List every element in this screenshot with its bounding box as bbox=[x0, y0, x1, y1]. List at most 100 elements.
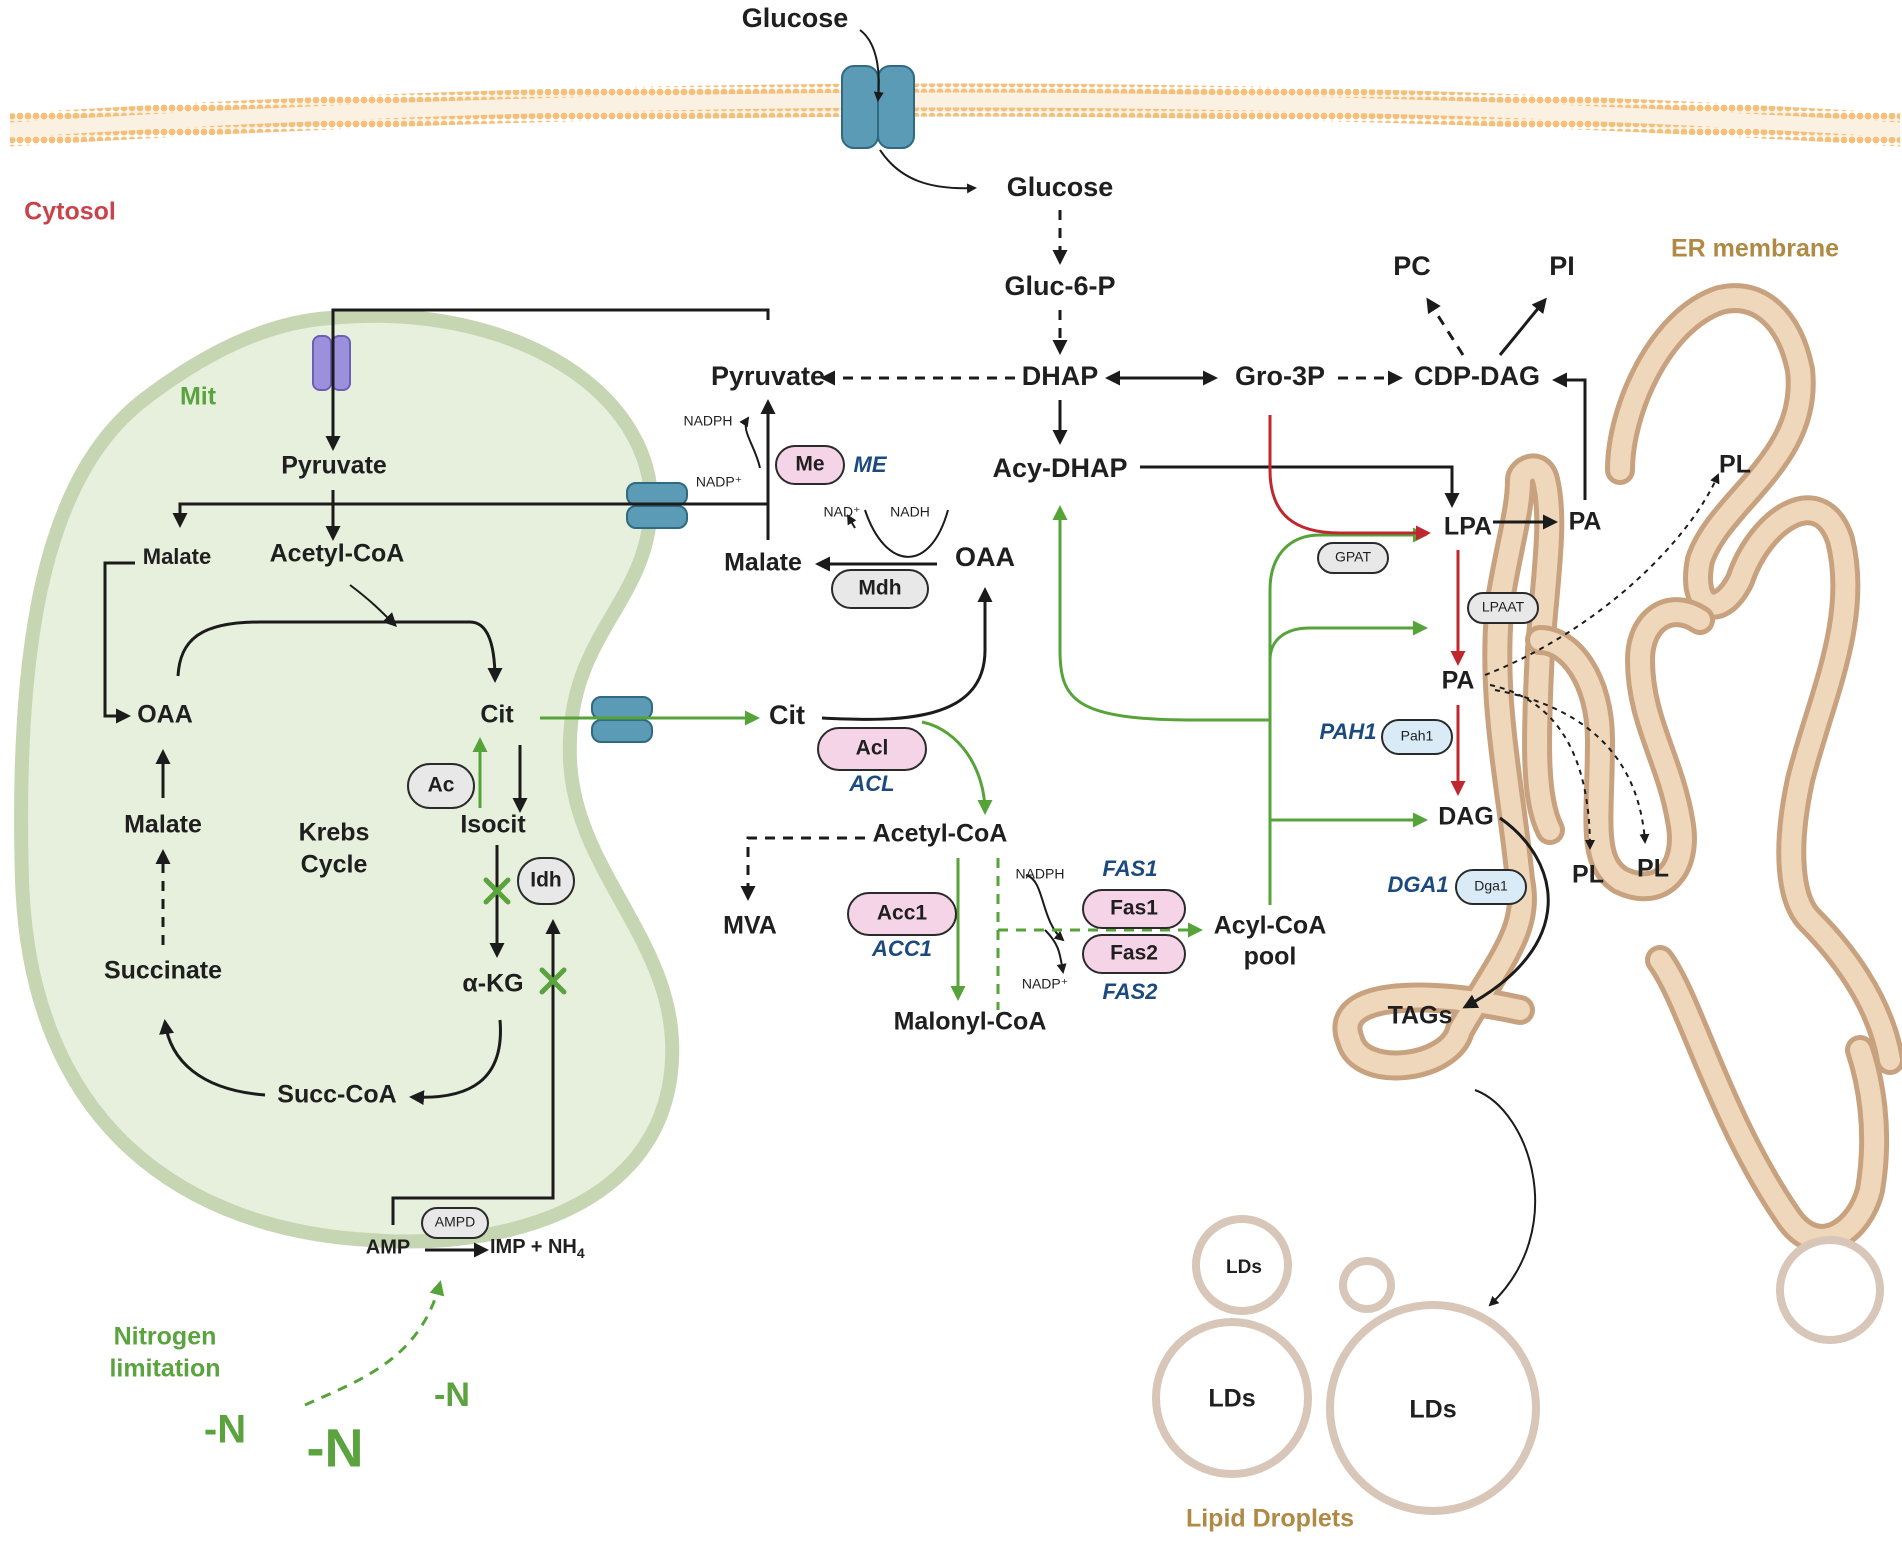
nadp-fas: NADP⁺ bbox=[1022, 976, 1068, 992]
svg-text:Fas1: Fas1 bbox=[1110, 897, 1158, 920]
svg-text:Acc1: Acc1 bbox=[877, 902, 928, 925]
svg-text:AMPD: AMPD bbox=[435, 1214, 475, 1230]
enzyme-me: Me bbox=[775, 445, 845, 485]
lds-small-label: LDs bbox=[1226, 1257, 1262, 1278]
lipid-droplet-small bbox=[1192, 1215, 1292, 1315]
enzyme-pah1: Pah1 bbox=[1381, 719, 1453, 755]
nadph-fas: NADPH bbox=[1015, 866, 1064, 882]
gene-fas1: FAS1 bbox=[1102, 856, 1157, 881]
citrate-cytosolic: Cit bbox=[769, 700, 805, 730]
acetyl-coa-cytosolic: Acetyl-CoA bbox=[873, 820, 1008, 848]
nitrogen-limitation-line-2: limitation bbox=[109, 1355, 220, 1383]
plasma-membrane bbox=[9, 83, 1901, 147]
acyl-coa-pool-line-2: pool bbox=[1244, 943, 1297, 971]
minus-n-left: -N bbox=[204, 1408, 246, 1452]
tags: TAGs bbox=[1388, 1002, 1453, 1030]
svg-text:Idh: Idh bbox=[530, 869, 562, 892]
pyruvate-cytosolic: Pyruvate bbox=[711, 361, 825, 391]
gluc-6-p: Gluc-6-P bbox=[1004, 271, 1115, 301]
svg-text:Me: Me bbox=[795, 453, 824, 476]
lipid-droplet-tiny bbox=[1339, 1257, 1395, 1313]
pl-upper: PL bbox=[1719, 451, 1751, 479]
acy-dhap: Acy-DHAP bbox=[992, 453, 1127, 483]
inhibition-cross-akg bbox=[539, 967, 567, 995]
lipid-droplet-medium bbox=[1152, 1318, 1312, 1478]
pyruvate-carrier bbox=[312, 335, 351, 391]
gene-me: ME bbox=[854, 452, 888, 477]
enzyme-mdh: Mdh bbox=[831, 569, 929, 609]
inhibition-cross-idh bbox=[483, 877, 511, 905]
lds-medium-label: LDs bbox=[1208, 1385, 1255, 1413]
glucose-extracellular: Glucose bbox=[742, 3, 849, 33]
pyruvate-mitochondrial: Pyruvate bbox=[281, 452, 387, 480]
er-membrane-label: ER membrane bbox=[1671, 235, 1839, 263]
gene-acc1: ACC1 bbox=[871, 936, 932, 961]
dag: DAG bbox=[1438, 803, 1494, 831]
imp-nh4-subscript: 4 bbox=[577, 1245, 585, 1261]
gene-acl: ACL bbox=[848, 771, 894, 796]
lipid-droplets bbox=[1152, 1215, 1884, 1515]
glucose-transporter bbox=[841, 65, 915, 149]
acetyl-coa-mitochondrial: Acetyl-CoA bbox=[270, 540, 405, 568]
citrate-transporter bbox=[591, 696, 653, 743]
svg-text:GPAT: GPAT bbox=[1335, 549, 1371, 565]
glucose-cytosolic: Glucose bbox=[1007, 172, 1114, 202]
enzyme-ampd: AMPD bbox=[421, 1207, 489, 1239]
gene-fas2: FAS2 bbox=[1102, 979, 1158, 1004]
enzyme-fas2: Fas2 bbox=[1082, 934, 1186, 974]
lpa: LPA bbox=[1444, 513, 1492, 541]
nadp-malic-enzyme: NADP⁺ bbox=[696, 474, 742, 490]
succinate: Succinate bbox=[104, 957, 222, 985]
krebs-cycle-label-2: Cycle bbox=[301, 851, 368, 879]
pi: PI bbox=[1549, 251, 1575, 281]
pl-lower-left: PL bbox=[1572, 861, 1604, 889]
minus-n-right: -N bbox=[434, 1376, 470, 1414]
nadh-mdh: NADH bbox=[890, 504, 930, 520]
enzyme-idh: Idh bbox=[517, 857, 575, 905]
mit-label: Mit bbox=[180, 383, 217, 411]
arrows-black bbox=[103, 29, 1720, 1307]
krebs-cycle-label-1: Krebs bbox=[299, 819, 370, 847]
svg-text:Mdh: Mdh bbox=[858, 577, 901, 600]
mva: MVA bbox=[723, 912, 777, 940]
cdp-dag: CDP-DAG bbox=[1414, 361, 1540, 391]
enzyme-dga1: Dga1 bbox=[1455, 869, 1527, 905]
alpha-ketoglutarate: α-KG bbox=[462, 970, 523, 998]
malate-transporter bbox=[626, 482, 688, 529]
svg-text:Dga1: Dga1 bbox=[1474, 878, 1508, 894]
imp-nh4: IMP + NH4 bbox=[490, 1236, 585, 1260]
oaa-cytosolic: OAA bbox=[955, 542, 1015, 572]
malate-mit-top: Malate bbox=[143, 544, 211, 569]
svg-text:Ac: Ac bbox=[428, 774, 455, 797]
enzyme-ac: Ac bbox=[407, 763, 475, 809]
svg-text:Acl: Acl bbox=[856, 737, 889, 760]
gene-dga1: DGA1 bbox=[1387, 872, 1448, 897]
dhap: DHAP bbox=[1022, 361, 1099, 391]
enzyme-gpat: GPAT bbox=[1317, 542, 1389, 574]
lipid-droplets-label: Lipid Droplets bbox=[1186, 1505, 1354, 1533]
svg-text:LPAAT: LPAAT bbox=[1482, 599, 1525, 615]
acyl-coa-pool-line-1: Acyl-CoA bbox=[1214, 912, 1327, 940]
arrows-green bbox=[304, 505, 1428, 1407]
pa-top: PA bbox=[1569, 508, 1602, 536]
mitochondrion bbox=[14, 308, 680, 1249]
malate-mitochondrial: Malate bbox=[124, 811, 202, 839]
svg-text:Fas2: Fas2 bbox=[1110, 942, 1158, 965]
lds-large-label: LDs bbox=[1409, 1396, 1456, 1424]
enzyme-lpaat: LPAAT bbox=[1467, 592, 1539, 624]
oaa-mitochondrial: OAA bbox=[137, 701, 193, 729]
lipid-droplet-edge bbox=[1776, 1236, 1884, 1344]
citrate-mitochondrial: Cit bbox=[480, 701, 514, 729]
cytosol-label: Cytosol bbox=[24, 198, 116, 226]
pc: PC bbox=[1393, 251, 1431, 281]
pa-middle: PA bbox=[1442, 667, 1475, 695]
succinyl-coa: Succ-CoA bbox=[277, 1081, 396, 1109]
er-membrane bbox=[1332, 283, 1902, 1254]
nad-mdh: NAD⁺ bbox=[824, 504, 861, 520]
malate-cytosolic: Malate bbox=[724, 549, 802, 577]
enzyme-fas1: Fas1 bbox=[1082, 889, 1186, 929]
nadph-malic-enzyme: NADPH bbox=[683, 413, 732, 429]
gene-pah1: PAH1 bbox=[1319, 719, 1376, 744]
enzyme-acl: Acl bbox=[817, 727, 927, 771]
